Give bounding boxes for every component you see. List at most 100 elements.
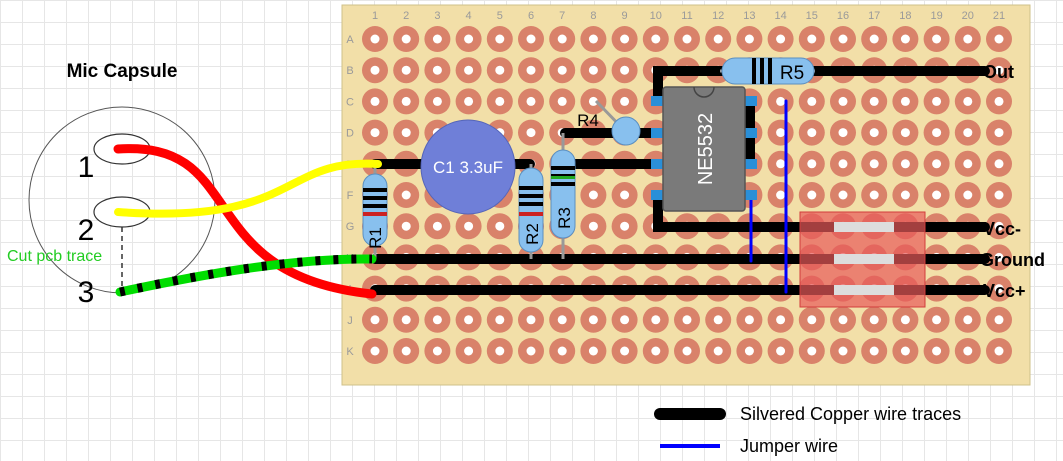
pad: [611, 306, 638, 333]
pad: [923, 338, 950, 364]
pad: [954, 182, 981, 208]
pad: [393, 182, 420, 208]
row-label: F: [347, 190, 354, 202]
pad: [705, 338, 732, 364]
pad: [362, 88, 388, 115]
pad: [830, 182, 856, 208]
pad: [611, 182, 638, 208]
row-label: D: [346, 128, 354, 140]
c1-label: C1 3.3uF: [433, 158, 503, 177]
resistor-r4: R4: [577, 99, 641, 146]
column-label: 13: [743, 10, 755, 22]
pad: [767, 306, 794, 333]
pad: [362, 119, 388, 146]
pad: [362, 338, 388, 364]
jumper-wires: [749, 99, 788, 294]
pad: [923, 182, 950, 208]
pad: [798, 306, 825, 333]
terminal-ground: Ground: [980, 250, 1045, 270]
column-label: 16: [837, 10, 849, 22]
pad: [549, 26, 576, 52]
pad: [362, 306, 388, 333]
pad: [486, 213, 513, 240]
pad: [861, 88, 888, 115]
pad: [798, 182, 825, 208]
terminal-vcc-neg: Vcc-: [983, 219, 1021, 239]
pad: [986, 182, 1012, 208]
pad: [486, 306, 513, 333]
pad: [830, 150, 856, 177]
pad: [923, 88, 950, 115]
pad: [455, 306, 482, 333]
column-label: 8: [590, 10, 596, 22]
column-label: 2: [403, 10, 409, 22]
r4-label: R4: [577, 111, 599, 130]
pad: [923, 26, 950, 52]
pad: [642, 338, 669, 364]
pad: [611, 26, 638, 52]
pad: [892, 338, 919, 364]
pad: [892, 88, 919, 115]
pad: [518, 338, 544, 364]
pad: [424, 88, 451, 115]
pad: [455, 338, 482, 364]
pad: [580, 306, 607, 333]
pad: [892, 150, 919, 177]
pad: [611, 88, 638, 115]
pad: [486, 26, 513, 52]
r2-label: R2: [523, 223, 542, 245]
pad: [580, 213, 607, 240]
pad: [767, 88, 794, 115]
pad: [954, 26, 981, 52]
wire-yellow-pin2: [114, 159, 382, 218]
pad: [798, 88, 825, 115]
pad: [393, 306, 420, 333]
pad: [580, 88, 607, 115]
pad: [798, 119, 825, 146]
pad: [830, 338, 856, 364]
wire-green-stripes: [119, 254, 373, 297]
pad: [830, 306, 856, 333]
pad: [580, 338, 607, 364]
legend-jumper-label: Jumper wire: [740, 436, 838, 456]
column-label: 20: [962, 10, 974, 22]
pad: [830, 88, 856, 115]
pad: [393, 119, 420, 146]
pad: [986, 244, 1012, 271]
pad: [424, 306, 451, 333]
row-label: B: [346, 65, 353, 77]
pad: [518, 88, 544, 115]
ic-label: NE5532: [695, 113, 717, 185]
trace-out: [653, 66, 990, 106]
pad: [861, 150, 888, 177]
pad: [986, 275, 1012, 302]
pad: [393, 26, 420, 52]
pad: [674, 338, 700, 364]
pad: [549, 338, 576, 364]
pad: [486, 88, 513, 115]
terminal-vcc-pos: Vcc+: [983, 281, 1026, 301]
pin-label-2: 2: [78, 214, 95, 247]
pad: [923, 119, 950, 146]
column-label: 3: [434, 10, 440, 22]
pad: [986, 88, 1012, 115]
pad: [580, 26, 607, 52]
pad: [424, 213, 451, 240]
pin-label-1: 1: [78, 151, 95, 184]
pad: [674, 306, 700, 333]
capsule-title: Mic Capsule: [67, 61, 178, 82]
resistor-r5: R5: [720, 57, 815, 85]
column-label: 11: [681, 10, 692, 22]
pad: [986, 119, 1012, 146]
pad: [549, 57, 576, 84]
r5-label: R5: [780, 63, 804, 84]
pad: [986, 306, 1012, 333]
pad: [923, 306, 950, 333]
pad: [954, 306, 981, 333]
pad: [486, 57, 513, 84]
pad: [986, 26, 1012, 52]
pin-label-3: 3: [78, 276, 95, 309]
pad: [892, 119, 919, 146]
